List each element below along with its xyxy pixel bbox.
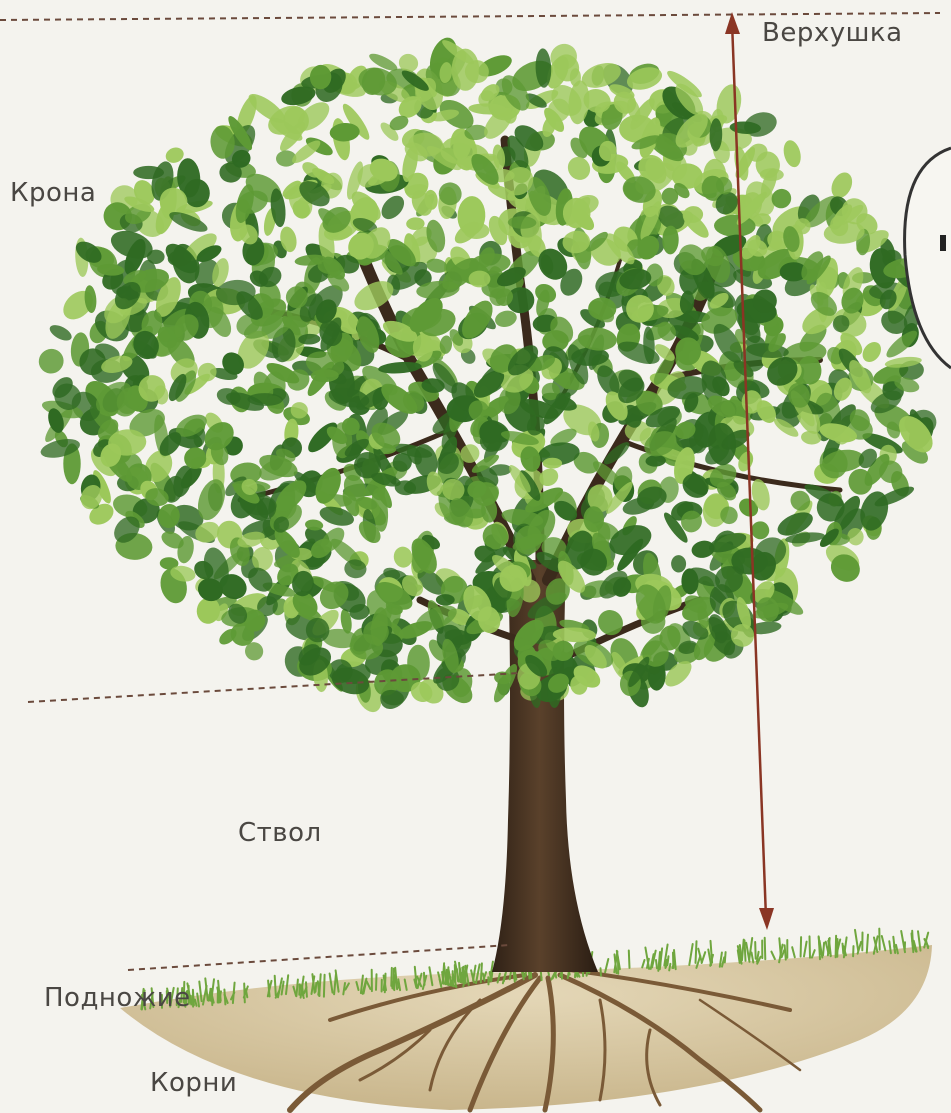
grass-blade bbox=[601, 968, 602, 975]
grass-blade bbox=[392, 981, 393, 988]
leaf-cluster bbox=[34, 344, 69, 378]
leaf-cluster bbox=[452, 49, 480, 91]
leaf-cluster bbox=[291, 402, 308, 418]
leaf-cluster bbox=[469, 271, 491, 288]
grass-blade bbox=[376, 974, 377, 990]
grass-blade bbox=[689, 944, 692, 965]
grass-blade bbox=[481, 963, 482, 982]
label-trunk: Ствол bbox=[238, 818, 322, 848]
grass-blade bbox=[696, 941, 697, 963]
grass-blade bbox=[702, 952, 706, 963]
grass-blade bbox=[812, 950, 815, 957]
grass-blade bbox=[667, 956, 668, 965]
grass-blade bbox=[324, 975, 325, 997]
leaf-cluster bbox=[377, 191, 408, 223]
grass-blade bbox=[792, 947, 795, 957]
leaf-cluster bbox=[563, 153, 594, 185]
grass-blade bbox=[446, 970, 447, 983]
grass-blade bbox=[823, 943, 824, 956]
arrow-head-down bbox=[759, 908, 774, 930]
grass-blade bbox=[629, 951, 630, 968]
leaf-cluster bbox=[671, 555, 687, 573]
leaf-cluster bbox=[593, 605, 628, 640]
label-roots: Корни bbox=[150, 1068, 237, 1098]
grass-blade bbox=[746, 943, 749, 962]
grass-blade bbox=[725, 952, 726, 962]
leaf-cluster bbox=[817, 493, 845, 521]
grass-blade bbox=[642, 960, 644, 967]
leaf-cluster bbox=[436, 594, 455, 605]
label-crown: Крона bbox=[10, 178, 96, 208]
grass-blade bbox=[306, 982, 307, 997]
grass-blade bbox=[220, 995, 221, 1001]
leaf-cluster bbox=[392, 545, 414, 569]
grass-blade bbox=[742, 940, 744, 961]
grass-blade bbox=[810, 936, 811, 957]
grass-blade bbox=[804, 942, 807, 957]
grass-blade bbox=[669, 964, 670, 971]
guide-line-base bbox=[128, 945, 510, 970]
grass-blade bbox=[771, 952, 775, 960]
grass-blade bbox=[882, 936, 886, 950]
leaf-cluster bbox=[543, 458, 562, 469]
grass-blade bbox=[867, 935, 868, 953]
crown-foliage bbox=[34, 34, 940, 716]
grass-blade bbox=[752, 953, 754, 963]
grass-blade bbox=[755, 942, 756, 959]
grass-blade bbox=[765, 938, 766, 960]
grass-blade bbox=[656, 960, 657, 968]
leaf-cluster bbox=[532, 280, 560, 306]
leaf-cluster bbox=[859, 338, 885, 365]
grass-blade bbox=[801, 937, 802, 956]
leaf-cluster bbox=[781, 138, 803, 169]
label-top: Верхушка bbox=[762, 18, 903, 48]
label-base: Подножие bbox=[44, 983, 191, 1013]
leaf-cluster bbox=[47, 322, 74, 344]
grass-blade bbox=[316, 983, 317, 992]
grass-blade bbox=[855, 930, 858, 951]
grass-blade bbox=[424, 973, 425, 985]
grass-blade bbox=[275, 976, 276, 996]
grass-blade bbox=[785, 945, 786, 959]
